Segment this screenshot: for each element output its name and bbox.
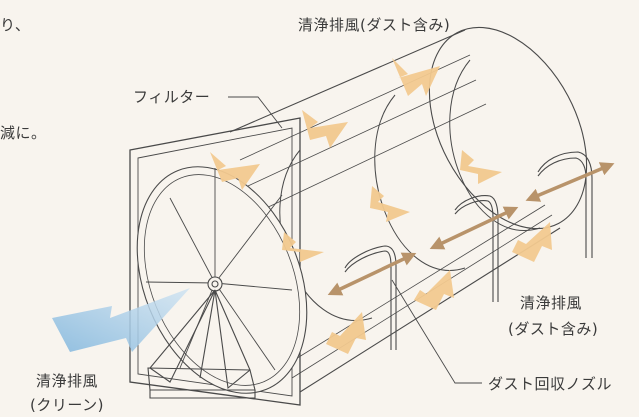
label-dust-nozzle: ダスト回収ノズル <box>488 375 613 393</box>
nozzle-motion-arrows <box>327 162 615 296</box>
fragment-top-text: り、 <box>0 16 31 34</box>
clean-exhaust-arrow <box>52 288 190 352</box>
stand-frame <box>147 289 256 399</box>
label-filter: フィルター <box>133 88 211 106</box>
label-exhaust-dust-right-line2: (ダスト含み) <box>508 320 599 338</box>
label-exhaust-dust-top: 清浄排風(ダスト含み) <box>298 16 451 34</box>
front-disk <box>136 166 308 394</box>
label-exhaust-dust-right-line1: 清浄排風 <box>520 294 583 312</box>
fragment-mid-text: 減に。 <box>0 124 47 142</box>
mounting-plate <box>129 117 301 406</box>
exhaust-flow-arrows <box>210 58 552 354</box>
leader-lines <box>228 96 482 384</box>
label-clean-exhaust-line1: 清浄排風 <box>36 372 99 390</box>
label-clean-exhaust-line2: (クリーン) <box>30 396 104 414</box>
